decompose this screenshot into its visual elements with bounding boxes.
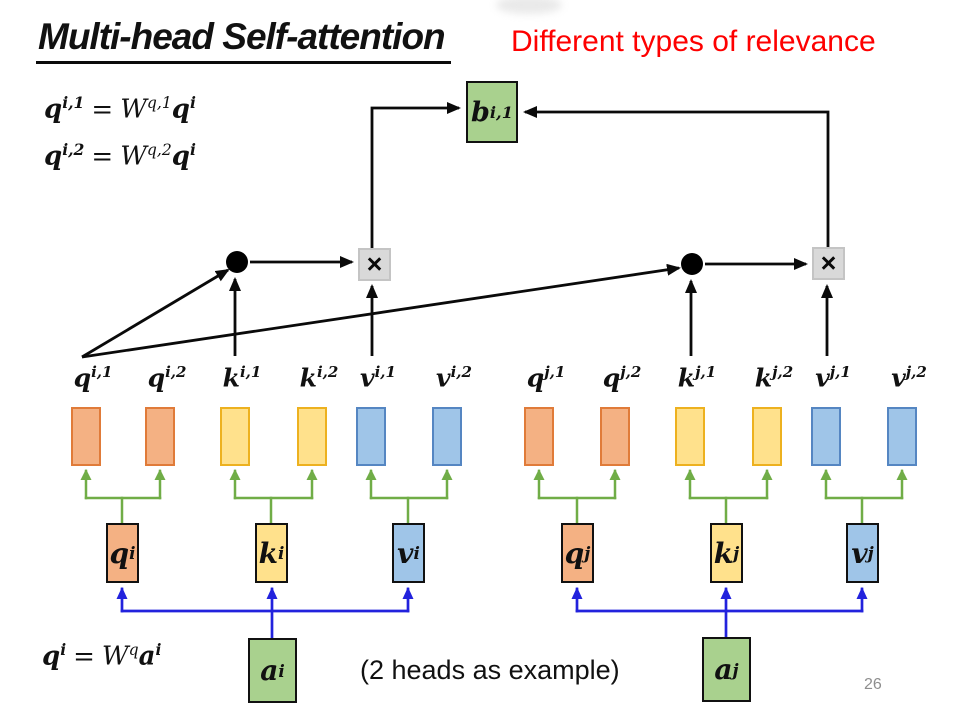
head-label-qj2: qj,2	[602, 363, 642, 393]
head-rect-vj1	[811, 407, 841, 466]
dot-product-node-left	[226, 251, 248, 273]
head-label-vj2: vj,2	[891, 363, 927, 393]
equation-head1: qi,1=Wq,1qi	[44, 93, 196, 125]
head-rect-qj2	[600, 407, 630, 466]
subtitle-relevance: Different types of relevance	[511, 25, 876, 58]
head-rect-qj1	[524, 407, 554, 466]
head-label-vi2: vi,2	[436, 363, 472, 393]
head-label-ki1: ki,1	[222, 363, 262, 393]
head-label-qj1: qj,1	[526, 363, 566, 393]
head-rect-vj2	[887, 407, 917, 466]
head-label-kj2: kj,2	[754, 363, 794, 393]
caption-two-heads: (2 heads as example)	[360, 655, 620, 685]
line-multiply-right-to-b	[523, 106, 830, 249]
head-rect-kj2	[752, 407, 782, 466]
head-rect-qi2	[145, 407, 175, 466]
line-multiply-left-to-b	[370, 102, 461, 250]
line-qi1-to-dot-right	[81, 263, 681, 359]
page-number: 26	[864, 676, 882, 693]
equation-head2: qi,2=Wq,2qi	[44, 140, 196, 172]
head-label-vi1: vi,1	[360, 363, 396, 393]
head-label-ki2: ki,2	[299, 363, 339, 393]
head-rect-vi2	[432, 407, 462, 466]
line-qi1-to-dot-left	[81, 268, 230, 359]
head-label-qi1: qi,1	[73, 363, 113, 393]
equation-q-transform: qi=Wqai	[42, 640, 162, 672]
multiply-node-left: ×	[358, 248, 391, 281]
head-rect-kj1	[675, 407, 705, 466]
head-label-qi2: qi,2	[147, 363, 187, 393]
head-rect-vi1	[356, 407, 386, 466]
head-rect-ki2	[297, 407, 327, 466]
artifact-smudge	[496, 0, 562, 14]
dot-product-node-right	[681, 253, 703, 275]
head-rect-qi1	[71, 407, 101, 466]
head-rect-ki1	[220, 407, 250, 466]
head-label-vj1: vj,1	[815, 363, 851, 393]
multiply-node-right: ×	[812, 247, 845, 280]
page-title: Multi-head Self-attention	[36, 16, 451, 64]
head-label-kj1: kj,1	[677, 363, 717, 393]
